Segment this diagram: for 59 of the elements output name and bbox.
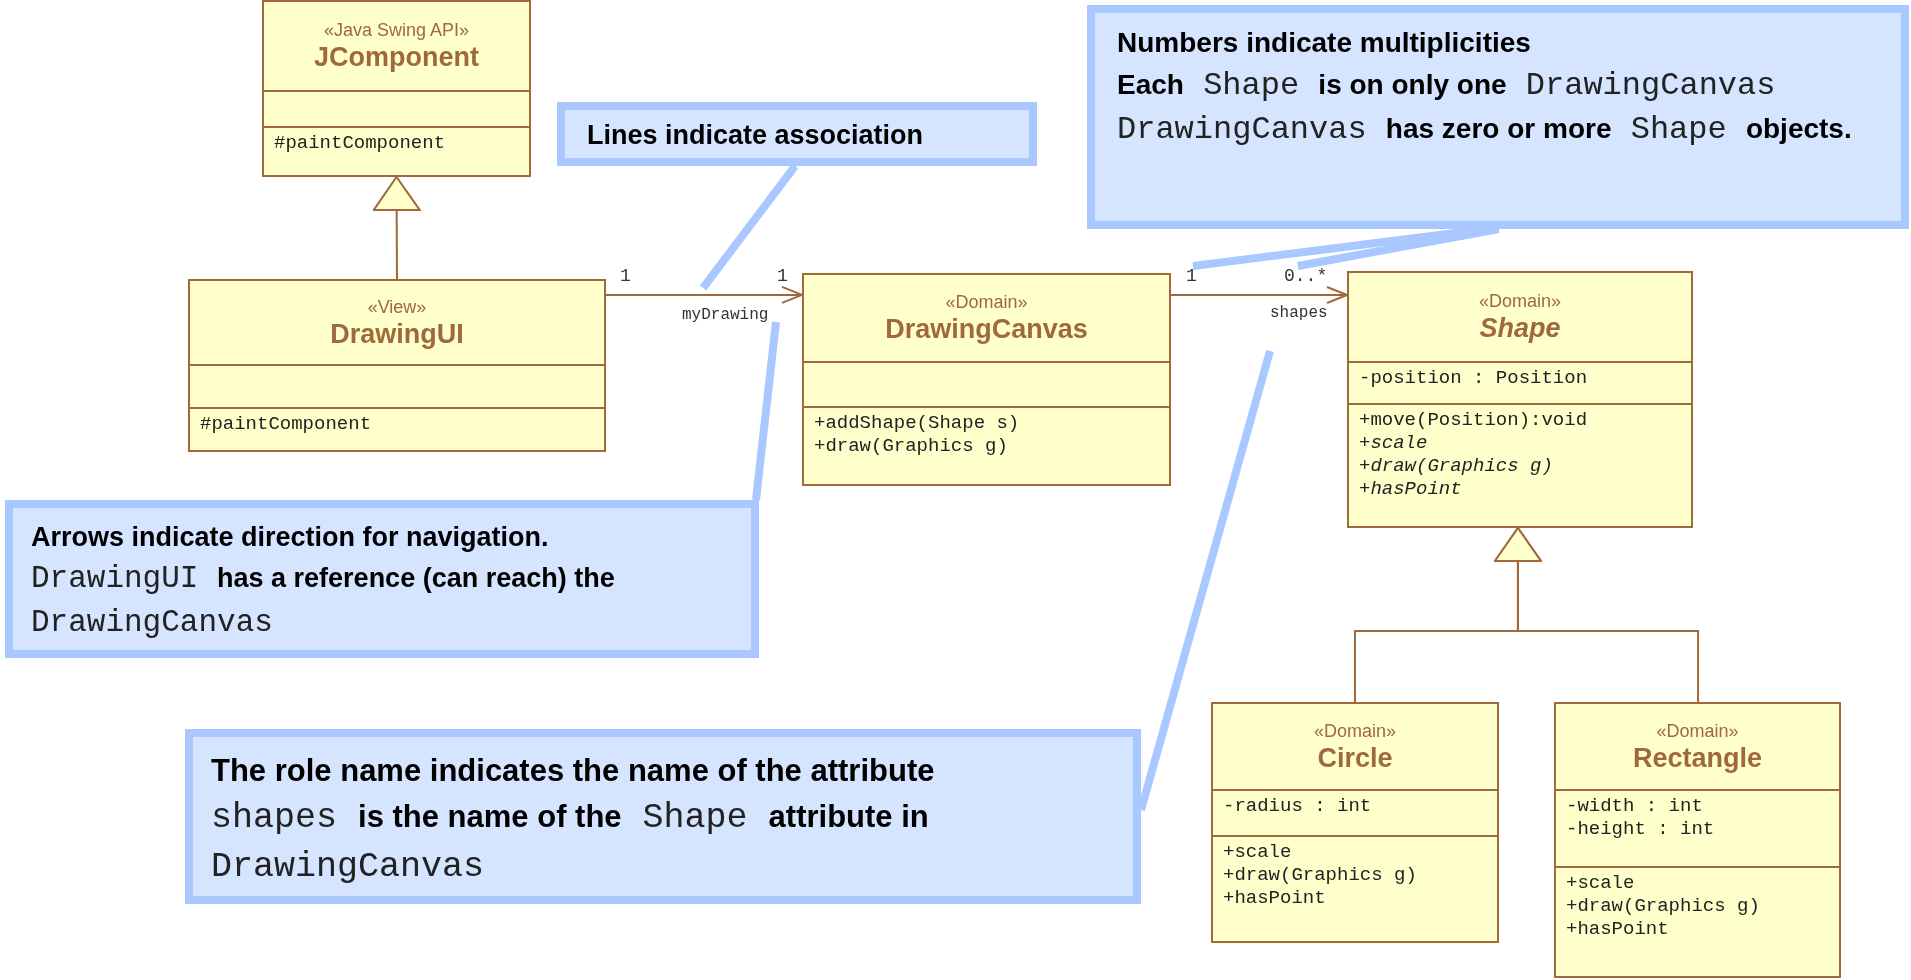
multiplicity-label: 1 <box>620 266 631 286</box>
class-name: Circle <box>1317 741 1393 774</box>
stereotype-text: «Domain» <box>1656 719 1739 742</box>
callout-text: DrawingUI has a reference (can reach) the DrawingCanvas <box>31 560 616 642</box>
member-text: -radius : int <box>1223 795 1372 818</box>
member-text: +hasPoint <box>1359 478 1462 501</box>
callout-heading: Lines indicate association <box>587 119 924 152</box>
association-arrow <box>1170 286 1348 304</box>
member-text: +move(Position):void <box>1359 409 1588 432</box>
class-name: Rectangle <box>1632 741 1762 774</box>
class-name: DrawingUI <box>330 317 464 350</box>
callout-text: DrawingCanvas has zero or more Shape objects. <box>1117 110 1852 151</box>
role-name: shapes <box>1270 304 1328 322</box>
callout-heading: Arrows indicate direction for navigation. <box>31 521 549 554</box>
role-name: myDrawing <box>682 306 769 324</box>
callout-box <box>5 500 759 658</box>
member-text: +draw(Graphics g) <box>1566 895 1760 918</box>
callout-heading: The role name indicates the name of the attribute <box>211 752 935 790</box>
generalization-arrow <box>372 176 421 280</box>
class-name: Shape <box>1479 312 1561 344</box>
multiplicity-label: 1 <box>1186 266 1197 286</box>
callout-heading: Numbers indicate multiplicities <box>1117 26 1531 60</box>
class-box <box>802 273 1171 486</box>
member-text: #paintComponent <box>274 132 446 155</box>
stereotype-text: «Domain» <box>945 291 1028 313</box>
member-text: +draw(Graphics g) <box>1223 864 1417 887</box>
member-text: +hasPoint <box>1223 887 1326 910</box>
callout-box <box>557 102 1037 166</box>
association-arrow <box>605 285 803 304</box>
member-text: +addShape(Shape s) <box>814 412 1020 435</box>
member-text: +scale <box>1359 432 1428 455</box>
member-text: +scale <box>1223 841 1292 864</box>
member-text: +hasPoint <box>1566 918 1669 941</box>
stereotype-text: «View» <box>367 295 427 318</box>
member-text: -position : Position <box>1359 367 1588 390</box>
callout-text: Each Shape is on only one DrawingCanvas <box>1117 65 1776 106</box>
member-text: +draw(Graphics g) <box>1359 455 1553 478</box>
class-box <box>1554 702 1841 978</box>
member-text: #paintComponent <box>200 413 372 436</box>
callout-box <box>185 729 1141 904</box>
class-box <box>1211 702 1499 943</box>
class-name: DrawingCanvas <box>885 313 1088 345</box>
stereotype-text: «Java Swing API» <box>323 19 470 41</box>
leader-line <box>752 321 780 501</box>
stereotype-text: «Domain» <box>1478 290 1561 312</box>
multiplicity-label: 0..* <box>1284 266 1328 286</box>
callout-text: shapes is the name of the Shape attribute in DrawingCanvas <box>211 796 930 889</box>
member-text: -width : int <box>1566 795 1703 818</box>
member-text: +scale <box>1566 872 1635 895</box>
multiplicity-label: 1 <box>777 266 788 286</box>
member-text: +draw(Graphics g) <box>814 435 1008 458</box>
member-text: -height : int <box>1566 818 1715 841</box>
stereotype-text: «Domain» <box>1313 719 1396 742</box>
generalization-arrow <box>1493 527 1700 703</box>
class-box <box>1347 271 1693 528</box>
class-name: JComponent <box>314 41 479 73</box>
class-box <box>188 279 606 452</box>
class-box <box>262 0 531 177</box>
callout-box <box>1087 5 1909 229</box>
